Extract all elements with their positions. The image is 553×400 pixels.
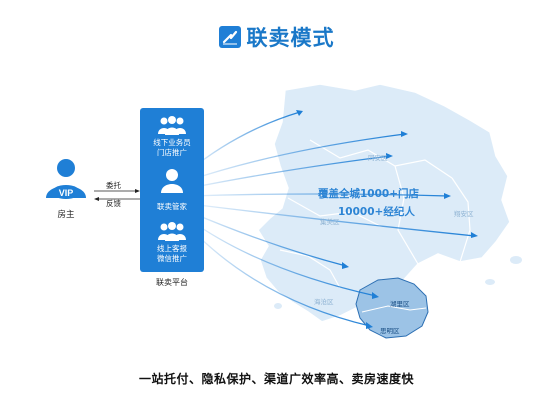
feedback-label: 反馈	[106, 199, 121, 208]
flow-arrows	[94, 189, 140, 201]
users-group-icon	[158, 222, 186, 241]
island-shape	[355, 277, 429, 339]
brand-logo-icon	[218, 26, 241, 48]
region-tongan: 同安区	[368, 154, 388, 162]
consign-label: 委托	[106, 181, 121, 190]
region-haicang: 海沧区	[314, 298, 334, 306]
platform-item-sublabel: 微信推广	[157, 254, 187, 263]
platform-item-label: 联卖管家	[157, 202, 187, 211]
platform-item-label: 线上客报	[157, 244, 187, 253]
coverage-subline: 10000+经纪人	[338, 206, 415, 218]
page-title: 联卖模式	[246, 26, 335, 50]
users-group-icon	[158, 116, 186, 135]
platform-item-manager: 联卖管家	[140, 202, 204, 212]
platform-item-label: 线下业务员	[153, 138, 191, 147]
platform-item-offline: 线下业务员 门店推广	[140, 138, 204, 158]
tagline: 一站托付、隐私保护、渠道广效率高、卖房速度快	[138, 372, 414, 386]
coverage-headline: 覆盖全城1000+门店	[318, 188, 420, 200]
region-jimei: 集美区	[320, 218, 340, 226]
platform-item-online: 线上客报 微信推广	[140, 244, 204, 264]
platform-panel: 线下业务员 门店推广 联卖管家 线上客报 微信推广	[140, 108, 204, 272]
owner-avatar: VIP	[46, 159, 86, 199]
platform-label: 联卖平台	[156, 278, 188, 287]
vip-badge: VIP	[59, 188, 74, 198]
region-huli: 湖里区	[390, 300, 410, 308]
owner-label: 房主	[57, 210, 75, 220]
city-map	[190, 83, 522, 339]
user-icon	[161, 169, 183, 193]
page-header: 联卖模式	[0, 22, 553, 52]
platform-item-sublabel: 门店推广	[157, 148, 187, 157]
region-xiangan: 翔安区	[454, 210, 474, 218]
region-siming: 思明区	[380, 327, 400, 335]
